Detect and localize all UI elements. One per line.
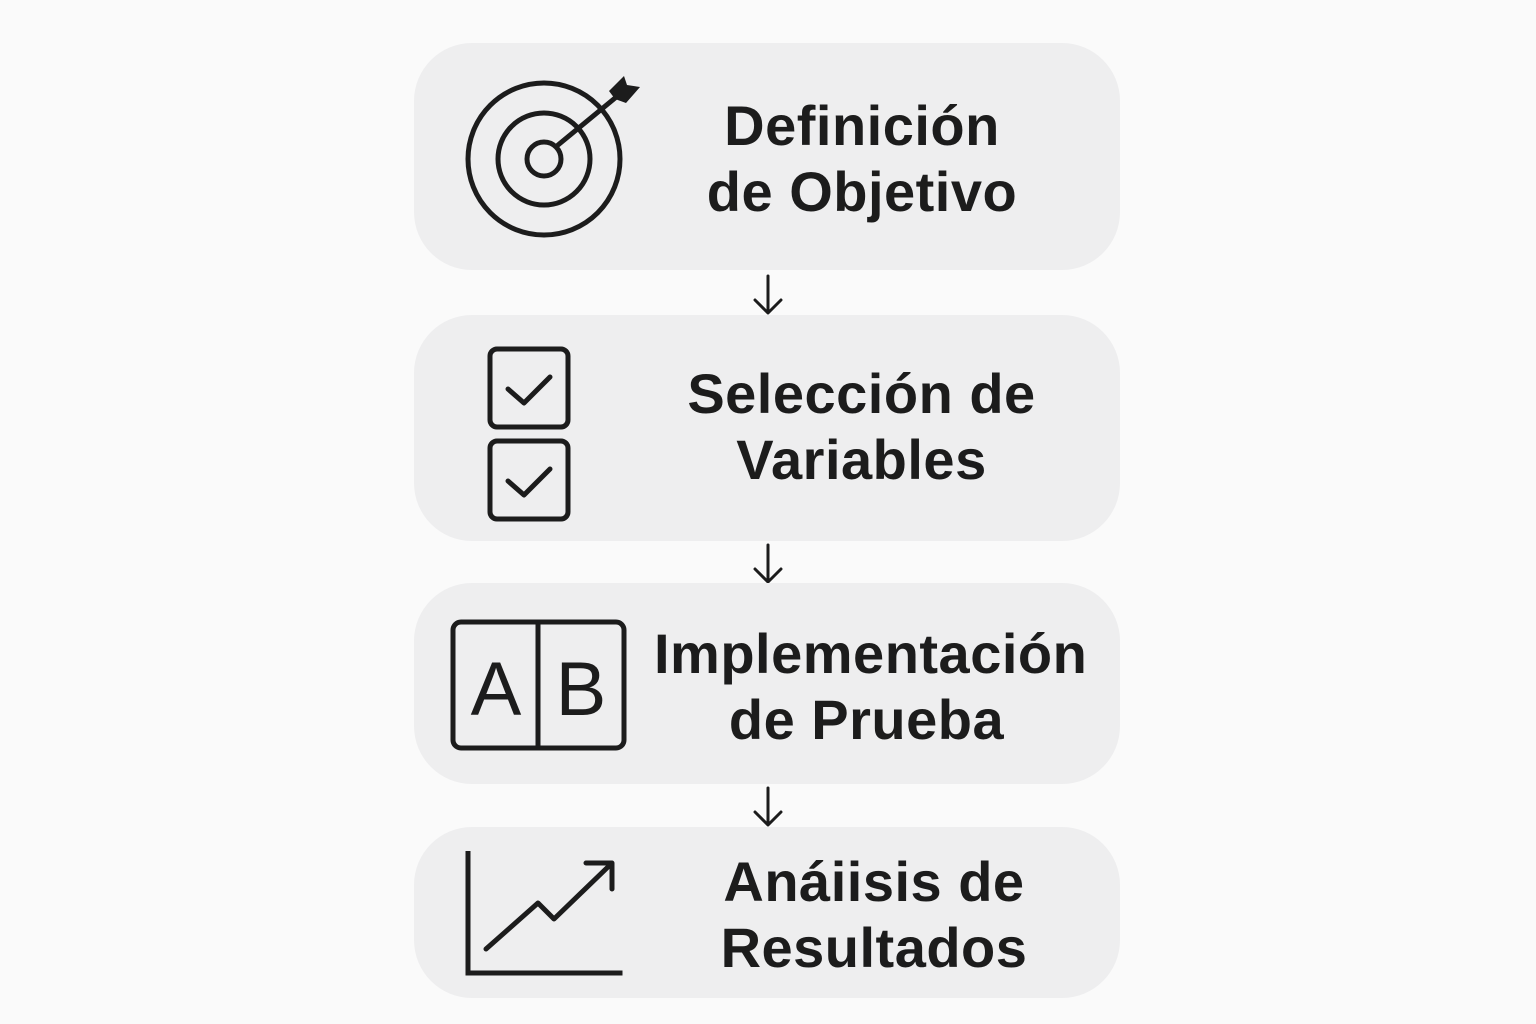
checkbox-checklist-icon bbox=[486, 345, 576, 525]
step-label: Anáiisis de Resultados bbox=[694, 849, 1054, 981]
arrow-down-icon bbox=[751, 786, 785, 828]
step-label: Implementación de Prueba bbox=[654, 621, 1088, 753]
step-label-line1: Anáiisis de bbox=[723, 850, 1025, 913]
step-card-results-analysis: Anáiisis de Resultados bbox=[414, 827, 1120, 998]
step-label-line1: Definición bbox=[724, 94, 1000, 157]
arrow-down-icon bbox=[751, 274, 785, 316]
step-card-test-implementation: A B Implementación de Prueba bbox=[414, 583, 1120, 784]
step-card-variable-selection: Selección de Variables bbox=[414, 315, 1120, 541]
step-card-goal-definition: Definición de Objetivo bbox=[414, 43, 1120, 270]
step-label-line2: Variables bbox=[736, 428, 987, 491]
target-arrow-icon bbox=[464, 73, 644, 243]
step-label-line1: Selección de bbox=[687, 362, 1036, 425]
step-label-line1: Implementación bbox=[654, 622, 1088, 685]
ab-letter-b: B bbox=[556, 647, 607, 732]
ab-test-icon: A B bbox=[450, 619, 630, 753]
trend-chart-icon bbox=[464, 851, 624, 981]
step-label-line2: de Objetivo bbox=[706, 160, 1018, 223]
step-label-line2: Resultados bbox=[720, 916, 1028, 979]
step-label-line2: de Prueba bbox=[728, 688, 1005, 751]
arrow-down-icon bbox=[751, 543, 785, 585]
ab-letter-a: A bbox=[471, 647, 522, 732]
step-label: Selección de Variables bbox=[664, 361, 1059, 493]
step-label: Definición de Objetivo bbox=[682, 93, 1042, 225]
